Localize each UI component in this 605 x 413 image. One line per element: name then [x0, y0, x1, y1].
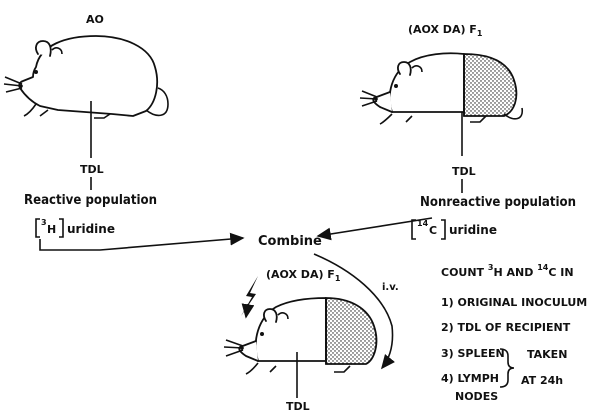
iv-route-label: i.v.	[382, 282, 399, 293]
mouse-f1-donor-strain-label: (AOX DA) F1	[408, 23, 483, 38]
irradiation-icon	[241, 276, 258, 316]
count-item-original-inoculum: 1) ORIGINAL INOCULUM	[441, 296, 587, 309]
count-item-lymph: 4) LYMPH	[441, 372, 499, 385]
reactive-isotope-label: 3 H uridine	[36, 218, 115, 237]
nonreactive-to-combine-arrow	[318, 218, 432, 236]
mouse-f1-donor-tdl-label: TDL	[452, 165, 476, 178]
mouse-ao-tdl-label: TDL	[80, 163, 104, 176]
svg-text:uridine: uridine	[449, 223, 497, 237]
svg-text:3: 3	[41, 218, 47, 227]
taken-label: TAKEN	[527, 348, 567, 361]
count-heading: COUNT 3H AND 14C IN	[441, 263, 574, 279]
reactive-population-label: Reactive population	[24, 193, 157, 208]
taken-time-label: AT 24h	[521, 374, 563, 387]
svg-text:C: C	[429, 224, 437, 237]
nonreactive-isotope-label: 14 C uridine	[412, 219, 497, 239]
count-item-nodes: NODES	[455, 390, 498, 403]
count-item-spleen: 3) SPLEEN	[441, 347, 505, 360]
mouse-f1-recipient-strain-label: (AOX DA) F1	[266, 268, 341, 283]
svg-text:uridine: uridine	[67, 222, 115, 236]
mouse-ao-strain-label: AO	[86, 13, 104, 26]
nonreactive-population-label: Nonreactive population	[420, 195, 576, 210]
mouse-ao	[4, 36, 168, 118]
combine-label: Combine	[258, 234, 322, 249]
svg-text:H: H	[47, 223, 56, 236]
mouse-f1-donor	[360, 53, 522, 124]
count-item-tdl-recipient: 2) TDL OF RECIPIENT	[441, 321, 571, 334]
reactive-to-combine-arrow	[40, 238, 243, 250]
mouse-f1-recipient-tdl-label: TDL	[286, 400, 310, 413]
